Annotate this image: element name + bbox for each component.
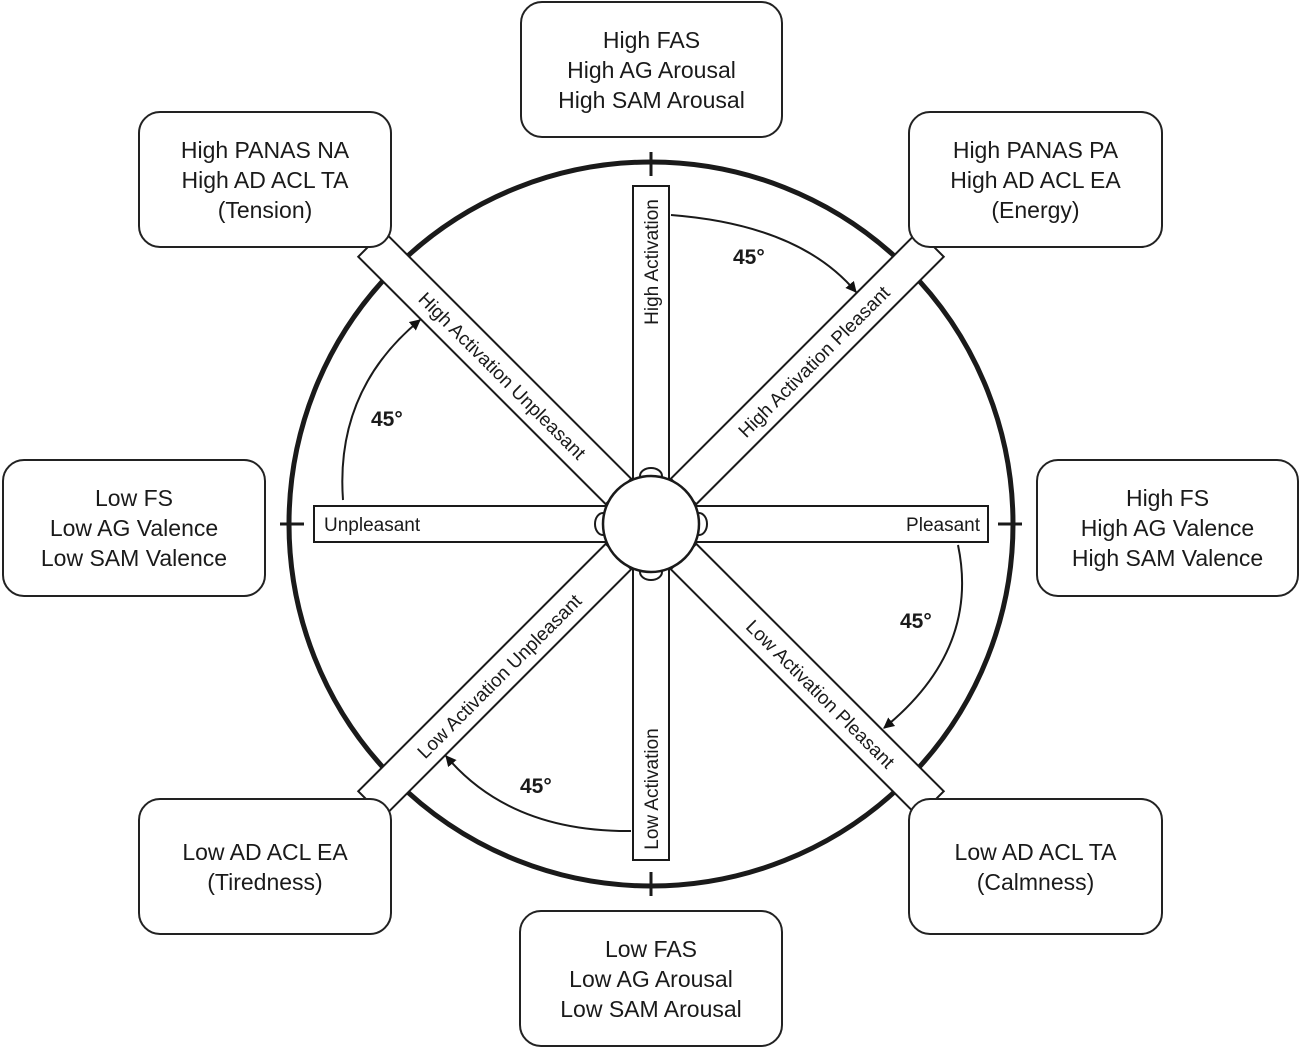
center-hub xyxy=(601,474,701,574)
box-bottom-left: Low AD ACL EA (Tiredness) xyxy=(138,798,392,935)
spoke-label-low-activation-unpleasant: Low Activation Unpleasant xyxy=(414,590,587,763)
box-left-line-2: Low AG Valence xyxy=(49,515,219,541)
box-bottom-left-line-2: (Tiredness) xyxy=(207,868,323,895)
spoke-low-activation: Low Activation xyxy=(632,563,670,861)
box-top-left-line-3: (Tension) xyxy=(217,196,313,223)
spoke-label-unpleasant: Unpleasant xyxy=(324,515,421,536)
box-left-line-1: Low FS xyxy=(95,485,173,511)
spoke-unpleasant: Unpleasant xyxy=(313,505,611,543)
box-top-right: High PANAS PA High AD ACL EA (Energy) xyxy=(908,111,1163,248)
box-top-right-line-1: High PANAS PA xyxy=(952,136,1119,163)
box-bottom: Low FAS Low AG Arousal Low SAM Arousal xyxy=(519,910,783,1047)
box-top-right-line-2: High AD ACL EA xyxy=(950,166,1121,193)
box-bottom-line-1: Low FAS xyxy=(604,935,698,962)
spoke-label-low-activation: Low Activation xyxy=(642,728,663,849)
angle-label-top-right: 45° xyxy=(733,246,765,269)
box-bottom-right-line-1: Low AD ACL TA xyxy=(954,838,1117,865)
angle-label-bottom-right: 45° xyxy=(900,610,932,633)
box-bottom-right-line-2: (Calmness) xyxy=(976,868,1095,895)
box-bottom-right: Low AD ACL TA (Calmness) xyxy=(908,798,1163,935)
spoke-label-high-activation-unpleasant: High Activation Unpleasant xyxy=(414,289,590,465)
box-top: High FAS High AG Arousal High SAM Arousa… xyxy=(520,1,783,138)
arc-bottom-left xyxy=(445,755,632,833)
box-right-line-2: High AG Valence xyxy=(1080,515,1255,541)
spoke-high-activation-unpleasant: High Activation Unpleasant xyxy=(356,229,633,506)
arc-top-left xyxy=(341,319,421,501)
box-top-line-1: High FAS xyxy=(602,26,701,53)
box-top-left-line-2: High AD ACL TA xyxy=(181,166,349,193)
box-right-line-1: High FS xyxy=(1125,485,1210,511)
angle-label-bottom-left: 45° xyxy=(520,775,552,798)
spoke-label-high-activation-pleasant: High Activation Pleasant xyxy=(735,282,895,442)
box-top-line-2: High AG Arousal xyxy=(567,56,736,83)
spoke-high-activation-pleasant: High Activation Pleasant xyxy=(669,229,946,506)
box-top-left: High PANAS NA High AD ACL TA (Tension) xyxy=(138,111,392,248)
box-top-line-3: High SAM Arousal xyxy=(558,86,745,113)
spoke-low-activation-unpleasant: Low Activation Unpleasant xyxy=(356,542,633,819)
spoke-pleasant: Pleasant xyxy=(691,505,989,543)
box-left: Low FS Low AG Valence Low SAM Valence xyxy=(2,459,266,597)
arc-bottom-right xyxy=(883,544,964,729)
angle-label-top-left: 45° xyxy=(371,408,403,431)
box-top-left-line-1: High PANAS NA xyxy=(180,136,350,163)
box-right-line-3: High SAM Valence xyxy=(1071,545,1264,571)
box-left-line-3: Low SAM Valence xyxy=(40,545,228,571)
spoke-label-pleasant: Pleasant xyxy=(906,515,981,536)
spoke-high-activation: High Activation xyxy=(632,185,670,485)
box-bottom-left-line-1: Low AD ACL EA xyxy=(182,838,348,865)
box-bottom-line-3: Low SAM Arousal xyxy=(560,995,742,1022)
box-right: High FS High AG Valence High SAM Valence xyxy=(1036,459,1299,597)
box-bottom-line-2: Low AG Arousal xyxy=(569,965,733,992)
box-top-right-line-3: (Energy) xyxy=(991,196,1080,223)
spoke-label-low-activation-pleasant: Low Activation Pleasant xyxy=(741,616,898,773)
spoke-label-high-activation: High Activation xyxy=(642,199,663,325)
arc-top-right xyxy=(670,214,857,293)
spoke-low-activation-pleasant: Low Activation Pleasant xyxy=(669,542,946,819)
